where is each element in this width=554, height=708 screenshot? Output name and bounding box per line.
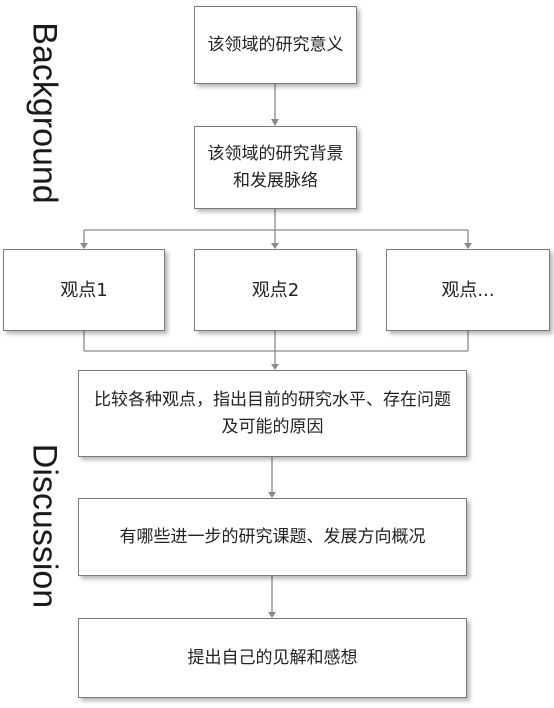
box-viewpoint-2-text: 观点2 — [251, 279, 300, 301]
arrowhead-to-further — [268, 492, 276, 498]
box-research-significance: 该领域的研究意义 — [194, 6, 357, 84]
section-label-discussion: Discussion — [25, 443, 64, 609]
box-viewpoint-1-text: 观点1 — [60, 279, 108, 301]
box-own-view-text: 提出自己的见解和感想 — [187, 647, 358, 668]
arrowhead-to-own-view — [268, 612, 276, 618]
box-research-significance-text: 该领域的研究意义 — [207, 34, 344, 55]
arrowhead-to-background — [271, 119, 279, 126]
box-compare-viewpoints-text: 比较各种观点，指出目前的研究水平、存在问题及可能的原因 — [94, 389, 451, 437]
box-research-background-text: 该领域的研究背景和发展脉络 — [207, 143, 344, 191]
box-further-research-text: 有哪些进一步的研究课题、发展方向概况 — [119, 526, 426, 547]
arrowhead-to-viewpoint-1 — [80, 243, 88, 249]
arrowhead-to-compare — [271, 364, 279, 370]
box-further-research: 有哪些进一步的研究课题、发展方向概况 — [78, 498, 467, 576]
box-viewpoint-more: 观点... — [386, 249, 550, 331]
box-compare-viewpoints: 比较各种观点，指出目前的研究水平、存在问题及可能的原因 — [78, 370, 467, 457]
box-viewpoint-1: 观点1 — [3, 249, 165, 331]
box-research-background: 该领域的研究背景和发展脉络 — [194, 126, 357, 209]
box-viewpoint-more-text: 观点... — [441, 279, 495, 301]
arrowhead-to-viewpoint-2 — [271, 243, 279, 249]
arrowhead-to-viewpoint-more — [464, 243, 472, 249]
box-own-view: 提出自己的见解和感想 — [78, 618, 467, 698]
box-viewpoint-2: 观点2 — [194, 249, 357, 331]
section-label-background: Background — [25, 22, 64, 204]
